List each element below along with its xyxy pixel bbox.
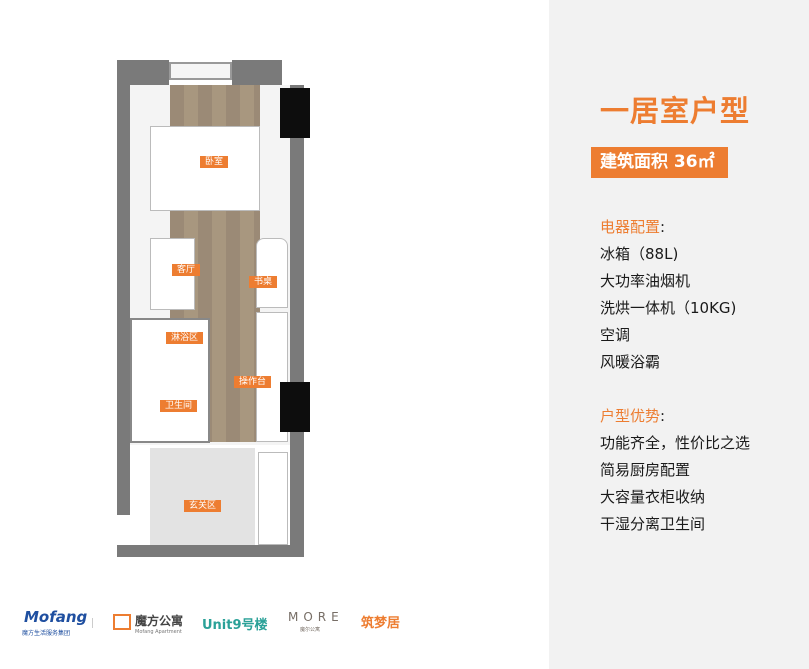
more-logo: MORE [288,610,344,624]
apartment-sub: Mofang Apartment [135,629,182,635]
heading-text: 电器配置 [600,218,661,236]
ac-unit [280,88,310,138]
advantage-item: 干湿分离卫生间 [600,515,706,533]
label-living: 客厅 [172,264,201,276]
appliance-item: 风暖浴霸 [600,353,661,371]
page-title: 一居室户型 [600,94,751,128]
advantage-item: 大容量衣柜收纳 [600,488,706,506]
appliance-item: 冰箱（88L) [600,245,679,263]
unit9-logo: Unit9号楼 [202,618,268,633]
appliance-item: 空调 [600,326,631,344]
desk [256,238,288,308]
colon: : [660,407,666,425]
label-bathroom: 卫生间 [160,400,198,412]
appliance-item: 洗烘一体机（10KG) [600,299,737,317]
appliances-heading: 电器配置: [600,216,665,237]
label-desk: 书桌 [249,276,278,288]
colon: : [660,218,666,236]
heading-text: 户型优势 [600,407,661,425]
advantages-heading: 户型优势: [600,405,665,426]
fridge-unit [280,382,310,432]
advantage-item: 简易厨房配置 [600,461,691,479]
window [169,62,232,80]
top-wall [117,60,169,85]
entry-floor [150,448,255,545]
envelope-icon [113,614,131,630]
wardrobe [258,452,288,545]
zhumengju-logo: 筑梦居 [361,616,401,631]
label-bedroom: 卧室 [200,156,229,168]
label-counter: 操作台 [234,376,272,388]
mofang-sub: 魔方生活服务集团 [22,630,71,637]
label-entry: 玄关区 [184,500,222,512]
divider [92,618,93,628]
bed [150,126,260,211]
bottom-wall [117,545,304,557]
mofang-logo: Mofang [24,608,88,626]
area-badge: 建筑面积 36㎡ [591,147,728,178]
top-wall [232,60,282,85]
more-sub: 魔尔公寓 [300,627,321,633]
info-panel [549,0,809,669]
apartment-logo: 魔方公寓 [135,614,184,628]
right-wall [290,85,304,555]
label-shower: 淋浴区 [166,332,204,344]
left-wall [117,60,130,515]
advantage-item: 功能齐全，性价比之选 [600,434,751,452]
appliance-item: 大功率油烟机 [600,272,691,290]
